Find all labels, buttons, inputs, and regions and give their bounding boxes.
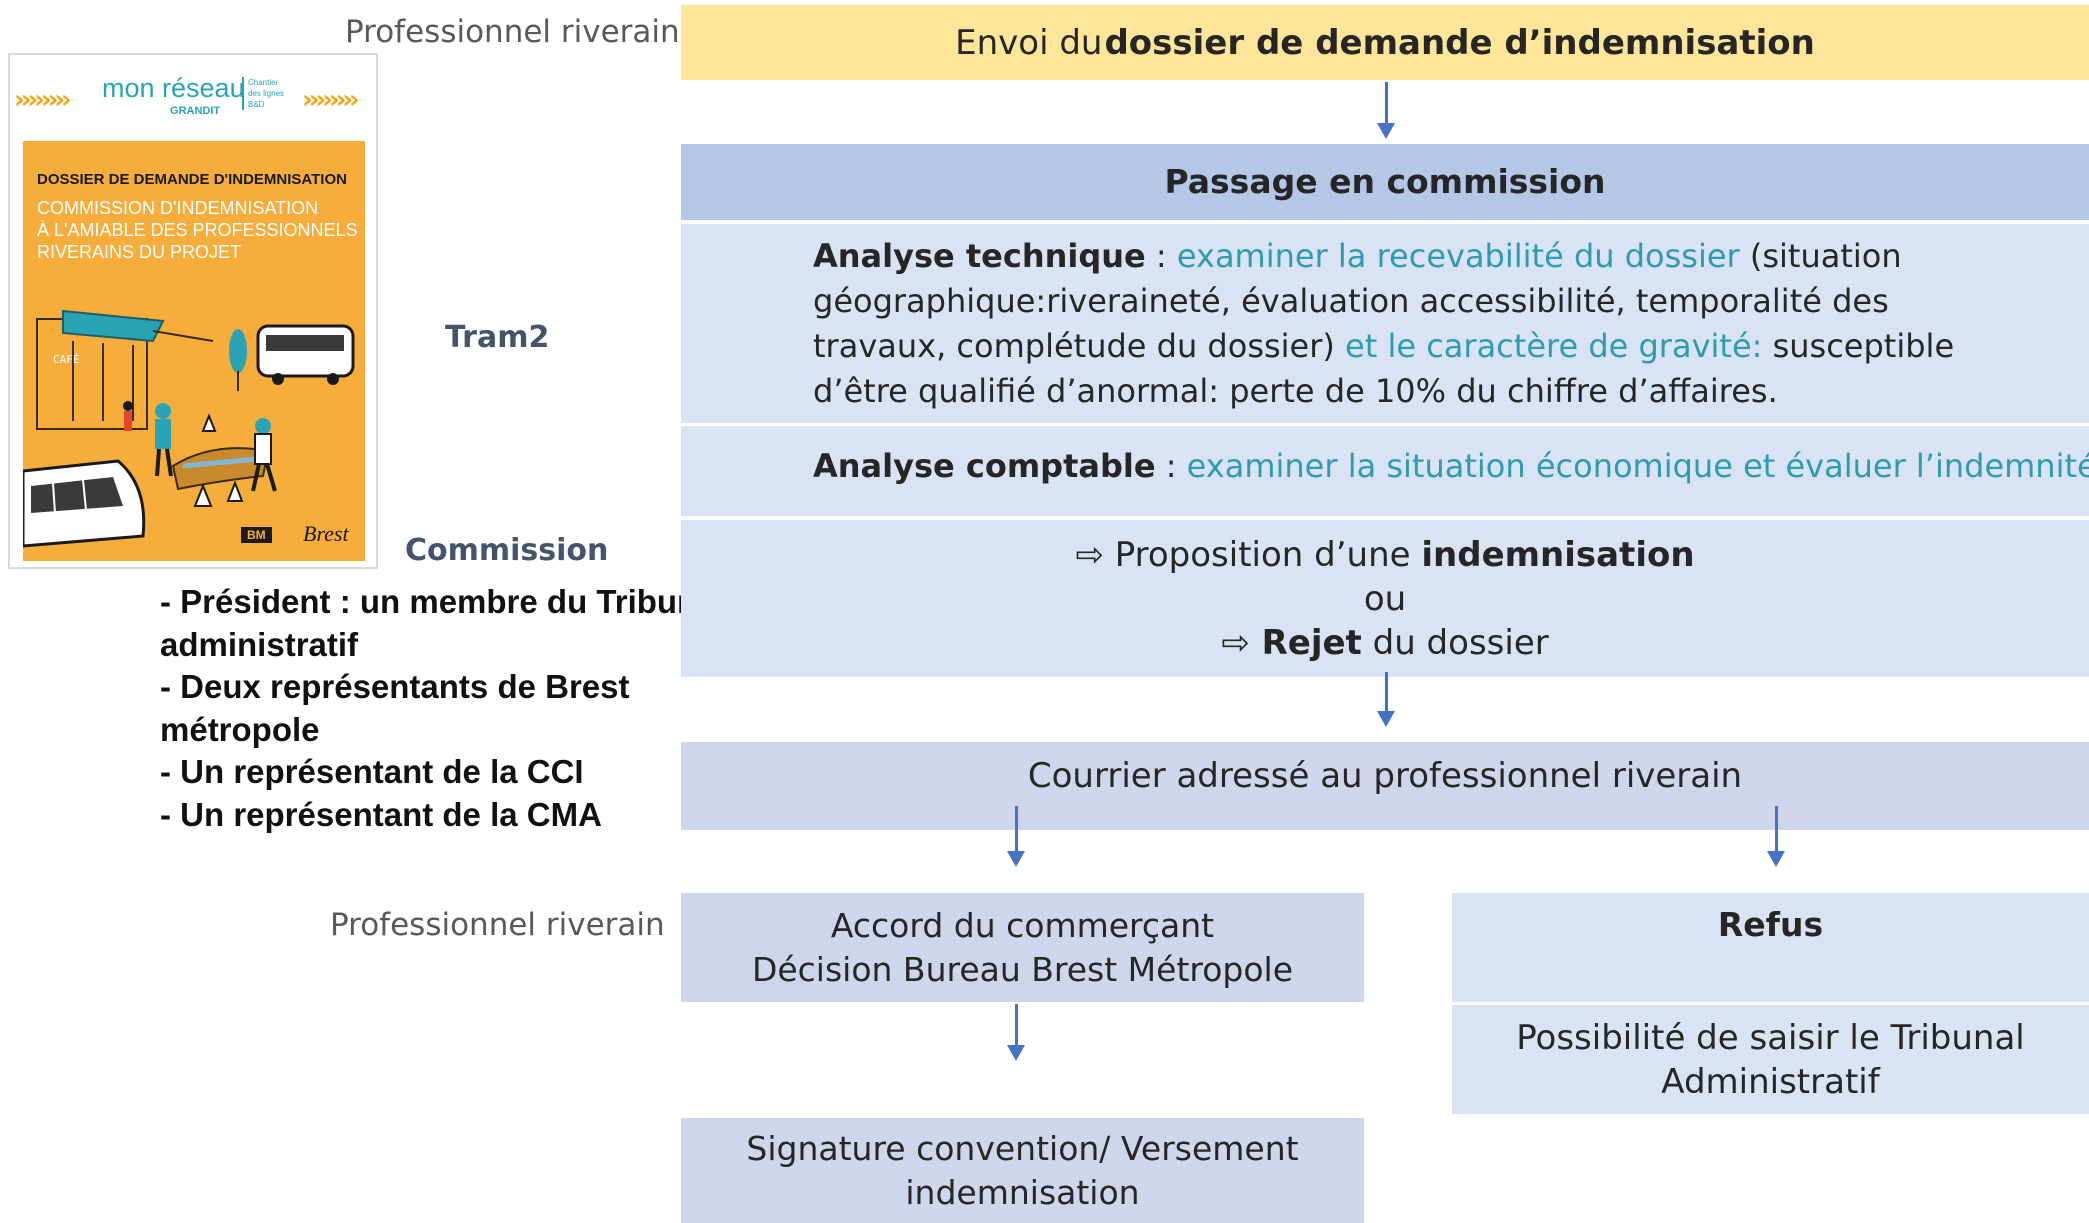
arrow-line [1015, 806, 1018, 852]
arrow-right-icon: ⇨ [1075, 534, 1104, 575]
subtitle-line: COMMISSION D'INDEMNISATION [37, 198, 319, 218]
analyse-technique-box: Analyse technique : examiner la recevabi… [681, 224, 2089, 423]
tribunal-line-1: Possibilité de saisir le Tribunal [1516, 1017, 2025, 1058]
accord-box: Accord du commerçant Décision Bureau Bre… [681, 893, 1364, 1002]
arrow-down-icon [1377, 711, 1395, 727]
situation-economique-text: examiner la situation économique et éval… [1186, 447, 2089, 485]
analyse-technique-label: Analyse technique [813, 236, 1146, 275]
signature-line-1: Signature convention/ Versement [746, 1128, 1299, 1168]
step-envoi-bold: dossier de demande d’indemnisation [1104, 22, 1815, 63]
brest-metropole-logo: BM [241, 527, 272, 543]
du-dossier-text: du dossier [1361, 622, 1549, 663]
tribunal-box: Possibilité de saisir le Tribunal Admini… [1452, 1005, 2089, 1114]
brochure-brand: mon réseau [102, 73, 245, 103]
arrow-right-icon: ⇨ [1221, 622, 1250, 663]
commission-label: Commission [405, 533, 609, 568]
decision-box: ⇨ Proposition d’une indemnisation ou ⇨ R… [681, 520, 2089, 677]
subtitle-line: RIVERAINS DU PROJET [37, 242, 242, 262]
commission-members: - Président : un membre du Tribunal admi… [160, 581, 725, 836]
tram-label: Tram2 [445, 320, 550, 355]
member-line: métropole [160, 710, 320, 748]
brochure-subtitle: COMMISSION D'INDEMNISATION À L'AMIABLE D… [37, 197, 358, 263]
member-line: administratif [160, 625, 359, 663]
chevrons-left-icon: ›››››››› [14, 85, 72, 115]
arrow-down-icon [1007, 851, 1025, 867]
arrow-line [1775, 806, 1778, 852]
analyse-comptable-box: Analyse comptable : examiner la situatio… [681, 426, 2089, 516]
separator: : [1145, 236, 1177, 275]
brochure-cover: ›››››››› ›››››››› mon réseau GRANDIT Cha… [8, 53, 378, 569]
brochure-brand-sub: GRANDIT [170, 105, 221, 117]
cafe-sign: CAFÉ [53, 353, 80, 366]
decision-line-1: ⇨ Proposition d’une indemnisation [1075, 533, 1694, 577]
step-envoi-pre: Envoi du [955, 22, 1103, 63]
step-envoi-dossier: Envoi du dossier de demande d’indemnisat… [681, 5, 2089, 80]
signature-line-2: indemnisation [905, 1172, 1140, 1212]
brochure-orange-panel: DOSSIER DE DEMANDE D'INDEMNISATION COMMI… [23, 141, 365, 561]
arrow-line [1385, 672, 1388, 712]
chevrons-right-icon: ›››››››› [302, 85, 360, 115]
side-note-line: B&D [248, 100, 265, 109]
brochure-side-note: Chantier des lignes B&D [242, 77, 284, 110]
member-line: - Deux représentants de Brest [160, 668, 630, 705]
arrow-down-icon [1007, 1045, 1025, 1061]
rejet-text: Rejet [1249, 622, 1362, 663]
subtitle-line: À L'AMIABLE DES PROFESSIONNELS [37, 220, 358, 240]
side-note-line: des lignes [248, 89, 285, 98]
actor-label-top: Professionnel riverain [345, 14, 680, 50]
situation-text: (situation géographique:riveraineté, éva… [813, 236, 1902, 365]
anormal-text: susceptible d’être qualifié d’anormal: p… [813, 326, 1955, 410]
arrow-down-icon [1767, 851, 1785, 867]
decision-line-3: ⇨ Rejet du dossier [1221, 621, 1548, 665]
member-line: - Un représentant de la CCI [160, 753, 584, 790]
brest-logo: Brest [303, 521, 349, 546]
arrow-line [1385, 82, 1388, 124]
member-line: - Président : un membre du Tribunal [160, 583, 725, 620]
brochure-title: DOSSIER DE DEMANDE D'INDEMNISATION [37, 171, 347, 188]
tribunal-line-2: Administratif [1661, 1061, 1880, 1102]
step-passage-commission: Passage en commission [681, 144, 2089, 220]
arrow-line [1015, 1004, 1018, 1046]
actor-label-bottom: Professionnel riverain [330, 907, 665, 943]
analyse-comptable-label: Analyse comptable [813, 447, 1156, 485]
side-note-line: Chantier [248, 78, 279, 87]
separator: : [1155, 447, 1187, 485]
refus-box: Refus [1452, 893, 2089, 1002]
signature-box: Signature convention/ Versement indemnis… [681, 1118, 1364, 1223]
accord-line-1: Accord du commerçant [830, 905, 1215, 945]
courrier-box: Courrier adressé au professionnel rivera… [681, 742, 2089, 830]
arrow-down-icon [1377, 123, 1395, 139]
gravite-text: et le caractère de gravité: [1345, 326, 1763, 365]
indemnisation-text: indemnisation [1421, 534, 1695, 575]
analyse-comptable-text: Analyse comptable : examiner la situatio… [813, 444, 2089, 488]
member-line: - Un représentant de la CMA [160, 795, 602, 833]
analyse-technique-text: Analyse technique : examiner la recevabi… [813, 234, 1969, 414]
recevabilite-text: examiner la recevabilité du dossier [1176, 236, 1740, 275]
accord-line-2: Décision Bureau Brest Métropole [751, 949, 1294, 989]
worksite-illustration [23, 309, 355, 548]
decision-line-or: ou [1363, 578, 1407, 619]
proposition-text: Proposition d’une [1103, 534, 1422, 575]
